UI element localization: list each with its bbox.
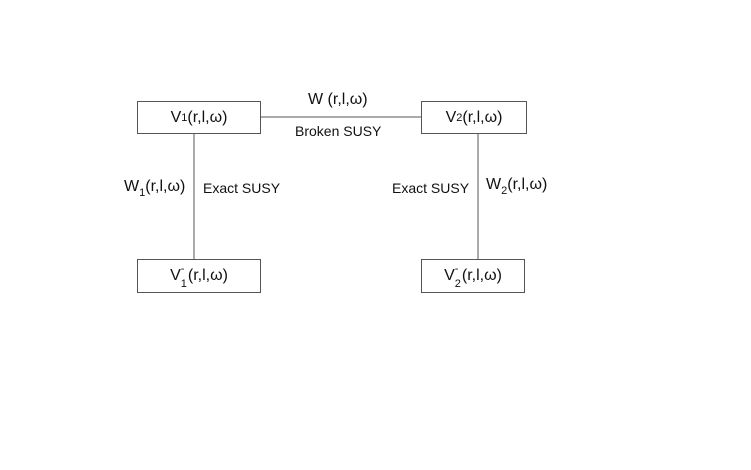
- node-v1-minus-args: (r,l,ω): [187, 267, 228, 284]
- node-v1-args: (r,l,ω): [187, 108, 228, 126]
- left-edge-potential-args: (r,l,ω): [145, 178, 186, 195]
- node-v2-minus-symbol: V: [444, 267, 455, 284]
- left-edge-relation-label: Exact SUSY: [203, 180, 281, 196]
- node-v2-args: (r,l,ω): [462, 108, 503, 126]
- node-v2-minus-superscript: -: [454, 263, 459, 275]
- node-v1-minus: V- 1(r,l,ω): [137, 259, 261, 293]
- node-v2-symbol: V: [445, 108, 457, 126]
- top-edge-potential-label: W (r,l,ω): [308, 91, 368, 108]
- right-edge-potential-subscript: 2: [501, 185, 508, 197]
- left-edge-potential-symbol: W: [124, 178, 140, 195]
- left-edge-potential-label: W1(r,l,ω): [124, 178, 185, 199]
- node-v2-minus: V- 2(r,l,ω): [421, 259, 525, 293]
- right-edge-potential-args: (r,l,ω): [507, 176, 548, 193]
- node-v1-symbol: V: [170, 108, 182, 126]
- node-v1-minus-symbol: V: [170, 267, 181, 284]
- node-v2-minus-args: (r,l,ω): [461, 267, 502, 284]
- left-edge-potential-subscript: 1: [139, 187, 146, 199]
- node-v1-minus-subscript: 1: [180, 278, 187, 290]
- top-edge-relation-label: Broken SUSY: [295, 123, 382, 139]
- right-edge-potential-label: W2(r,l,ω): [486, 176, 547, 197]
- right-edge-potential-symbol: W: [486, 176, 502, 193]
- node-v2-subscript: 2: [456, 111, 463, 124]
- node-v1-subscript: 1: [181, 111, 188, 124]
- right-edge-relation-label: Exact SUSY: [392, 180, 470, 196]
- node-v1-minus-superscript: -: [180, 263, 185, 275]
- node-v2-minus-subscript: 2: [454, 278, 461, 290]
